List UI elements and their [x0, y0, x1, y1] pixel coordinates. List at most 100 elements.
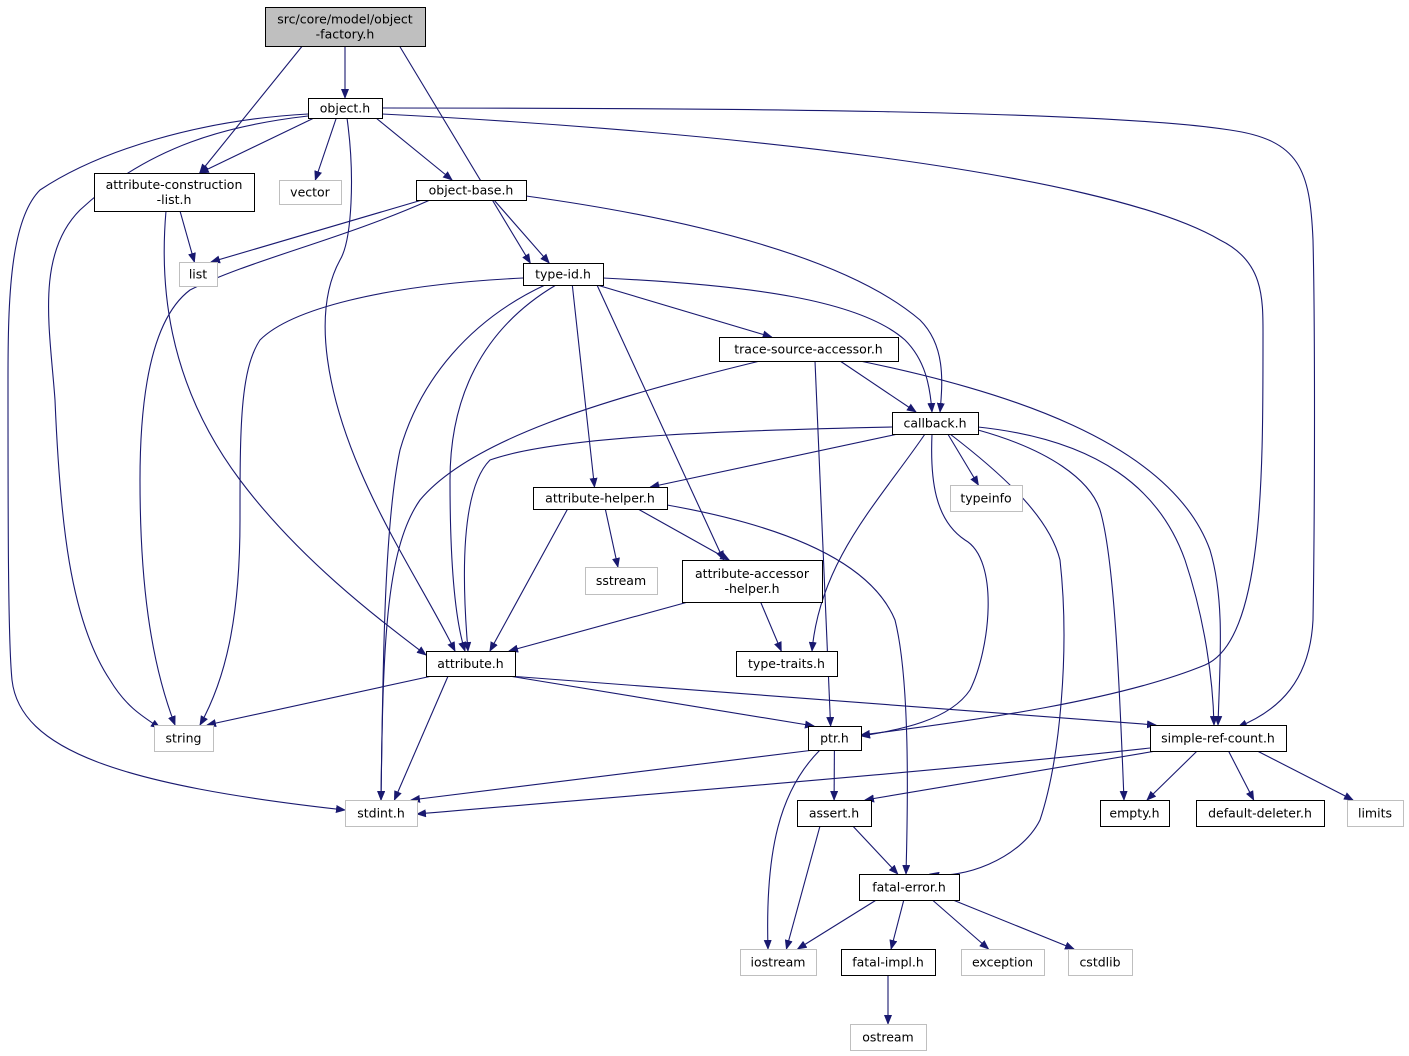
node-label: type-traits.h — [748, 656, 825, 671]
node-assert[interactable]: assert.h — [797, 800, 872, 827]
node-box — [892, 412, 979, 435]
node-string: string — [154, 725, 214, 752]
node-label: attribute-construction — [106, 177, 243, 192]
node-attr-construction[interactable]: attribute-construction-list.h — [94, 173, 255, 212]
node-fatal-impl[interactable]: fatal-impl.h — [841, 949, 936, 976]
edge-callback-to-ptr — [860, 433, 989, 739]
node-label: fatal-impl.h — [852, 955, 924, 970]
node-box — [859, 874, 960, 901]
edge-object-h-to-attr-construction — [198, 117, 315, 174]
edge-attr-helper-to-attribute — [489, 508, 569, 652]
node-label: -list.h — [157, 192, 192, 207]
node-ptr[interactable]: ptr.h — [808, 726, 862, 751]
edge-object-h-to-object-base — [375, 117, 453, 181]
node-box — [179, 262, 218, 287]
node-callback[interactable]: callback.h — [892, 412, 979, 435]
node-limits: limits — [1347, 800, 1404, 827]
edge-callback-to-fatal-error — [929, 433, 1065, 880]
node-object-h[interactable]: object.h — [308, 98, 383, 119]
edge-attribute-to-simple-ref — [508, 675, 1157, 729]
edge-type-id-to-attr-helper — [571, 284, 598, 488]
edge-attr-accessor-to-attribute — [508, 601, 689, 653]
edge-simple-ref-to-default-deleter — [1228, 750, 1255, 801]
node-label: ptr.h — [820, 731, 849, 746]
edge-simple-ref-to-limits — [1257, 750, 1354, 801]
node-label: limits — [1358, 806, 1392, 821]
node-label: default-deleter.h — [1208, 806, 1312, 821]
node-label: empty.h — [1109, 806, 1159, 821]
edge-trace-source-to-stdint — [377, 360, 761, 801]
node-box — [94, 173, 255, 212]
node-attr-accessor[interactable]: attribute-accessor-helper.h — [682, 560, 823, 603]
node-simple-ref[interactable]: simple-ref-count.h — [1150, 725, 1287, 752]
node-box — [736, 651, 838, 677]
edge-object-h-to-simple-ref — [381, 107, 1316, 728]
edge-callback-to-empty — [977, 429, 1128, 801]
edge-attribute-to-ptr — [508, 675, 815, 729]
edge-type-id-to-stdint — [377, 284, 546, 801]
node-type-traits[interactable]: type-traits.h — [736, 651, 838, 677]
node-box — [950, 485, 1023, 512]
edge-attr-construction-to-list — [179, 210, 196, 263]
edge-ptr-to-stdint — [410, 749, 815, 803]
node-attr-helper[interactable]: attribute-helper.h — [533, 487, 668, 510]
edge-callback-to-typeinfo — [947, 433, 979, 486]
node-label: simple-ref-count.h — [1161, 731, 1275, 746]
node-empty[interactable]: empty.h — [1100, 800, 1170, 827]
edge-root-to-attr-construction — [199, 45, 303, 174]
node-list: list — [179, 262, 218, 287]
edge-type-id-to-attribute — [449, 284, 557, 652]
edge-attr-helper-to-attr-accessor — [637, 508, 731, 561]
edge-attribute-to-stdint — [393, 675, 449, 801]
node-label: typeinfo — [960, 491, 1011, 506]
node-label: attribute-helper.h — [545, 491, 655, 506]
node-label: object-base.h — [429, 183, 514, 198]
node-label: object.h — [320, 101, 370, 116]
node-attribute[interactable]: attribute.h — [426, 651, 516, 677]
edge-trace-source-to-callback — [839, 360, 917, 413]
edge-simple-ref-to-stdint — [416, 747, 1151, 818]
node-object-base[interactable]: object-base.h — [416, 180, 527, 201]
node-default-deleter[interactable]: default-deleter.h — [1196, 800, 1325, 827]
edge-object-h-to-string — [48, 115, 309, 729]
edge-callback-to-type-traits — [808, 433, 926, 652]
node-box — [585, 567, 658, 595]
node-box — [308, 98, 383, 119]
node-box — [416, 180, 527, 201]
edge-simple-ref-to-assert — [864, 750, 1157, 803]
edge-type-id-to-trace-source — [596, 284, 773, 339]
edge-simple-ref-to-empty — [1146, 750, 1198, 801]
node-label: ostream — [862, 1030, 913, 1045]
edge-object-h-to-attribute — [324, 117, 456, 652]
node-type-id[interactable]: type-id.h — [523, 263, 604, 286]
node-box — [279, 180, 342, 205]
edge-object-h-to-vector — [314, 117, 337, 181]
edge-callback-to-attribute — [463, 426, 893, 652]
edge-object-h-to-ptr — [381, 113, 1264, 738]
node-box — [1196, 800, 1325, 827]
edge-type-id-to-attr-accessor — [596, 284, 725, 561]
node-box — [345, 800, 418, 827]
node-exception: exception — [961, 949, 1045, 976]
node-label: stdint.h — [357, 806, 405, 821]
node-label: trace-source-accessor.h — [734, 342, 882, 357]
node-label: src/core/model/object — [277, 12, 412, 27]
node-box — [1150, 725, 1287, 752]
edge-callback-to-simple-ref — [977, 426, 1218, 726]
node-trace-source[interactable]: trace-source-accessor.h — [719, 337, 899, 362]
node-box — [533, 487, 668, 510]
node-box — [719, 337, 899, 362]
node-box — [961, 949, 1045, 976]
edge-attribute-to-string — [206, 675, 433, 727]
edge-assert-to-fatal-error — [852, 825, 899, 875]
node-label: -factory.h — [316, 27, 375, 42]
root-node: src/core/model/object-factory.h — [265, 7, 426, 47]
edge-attr-helper-to-fatal-error — [666, 504, 911, 875]
node-label: vector — [290, 185, 331, 200]
node-box — [850, 1024, 927, 1051]
edge-ptr-to-iostream — [763, 749, 821, 950]
node-fatal-error[interactable]: fatal-error.h — [859, 874, 960, 901]
nodes-layer: src/core/model/object-factory.h object.h a… — [94, 7, 1404, 1051]
node-label: list — [189, 267, 207, 282]
